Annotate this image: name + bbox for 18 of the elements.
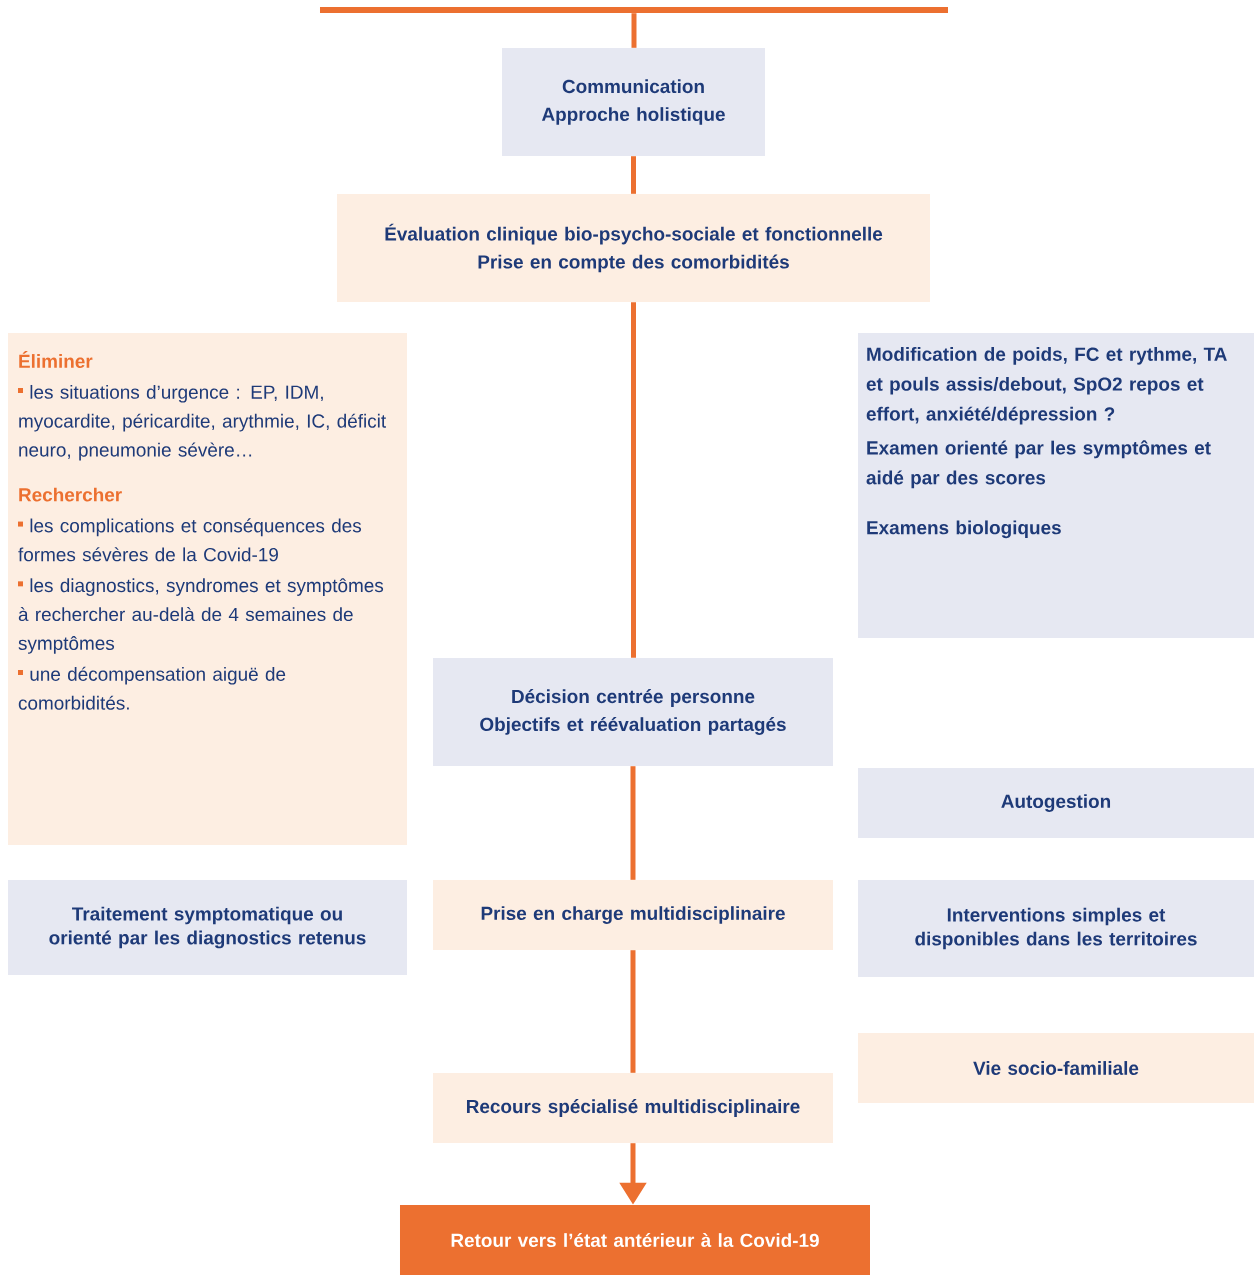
step-box: Recours spécialisé multidisciplinaire — [433, 1073, 833, 1143]
connector-line — [631, 13, 637, 48]
connector-line — [630, 766, 636, 880]
step-box: Prise en charge multidisciplinaire — [433, 880, 833, 950]
connector-line — [630, 950, 636, 1073]
exam-box: Modification de poids, FC et rythme, TA et pouls assis/debout, SpO2 repos et effort, anxiété/dépression ? Examen orienté par les symptômes et aidé par des scores Examens biologiques — [858, 333, 1254, 638]
step-box: Décision centrée personne Objectifs et réévaluation partagés — [433, 658, 833, 766]
step-box: Évaluation clinique bio-psycho-sociale et fonctionnelle Prise en compte des comorbidités — [337, 194, 930, 302]
connector-line — [631, 156, 636, 194]
checklist-box: Éliminer les situations d’urgence : EP, IDM, myocardite, péricardite, arythmie, IC, déficit neuro, pneumonie sévère… Rechercher les complications et conséquences des formes sévères de la Covid-19 les diagnostics, syndromes et symptômes à rechercher au-delà de 4 semaines de symptômes une décompensation aiguë de comorbidités. — [8, 333, 407, 845]
step-box: Vie socio-familiale — [858, 1033, 1254, 1103]
step-box: Interventions simples et disponibles dans les territoires — [858, 880, 1254, 977]
outcome-box: Retour vers l’état antérieur à la Covid-19 — [400, 1205, 870, 1275]
step-box: Traitement symptomatique ou orienté par les diagnostics retenus — [8, 880, 407, 975]
connector-line — [631, 302, 636, 658]
top-bar — [320, 7, 948, 13]
step-box: Autogestion — [858, 768, 1254, 838]
step-box: Communication Approche holistique — [502, 48, 765, 156]
